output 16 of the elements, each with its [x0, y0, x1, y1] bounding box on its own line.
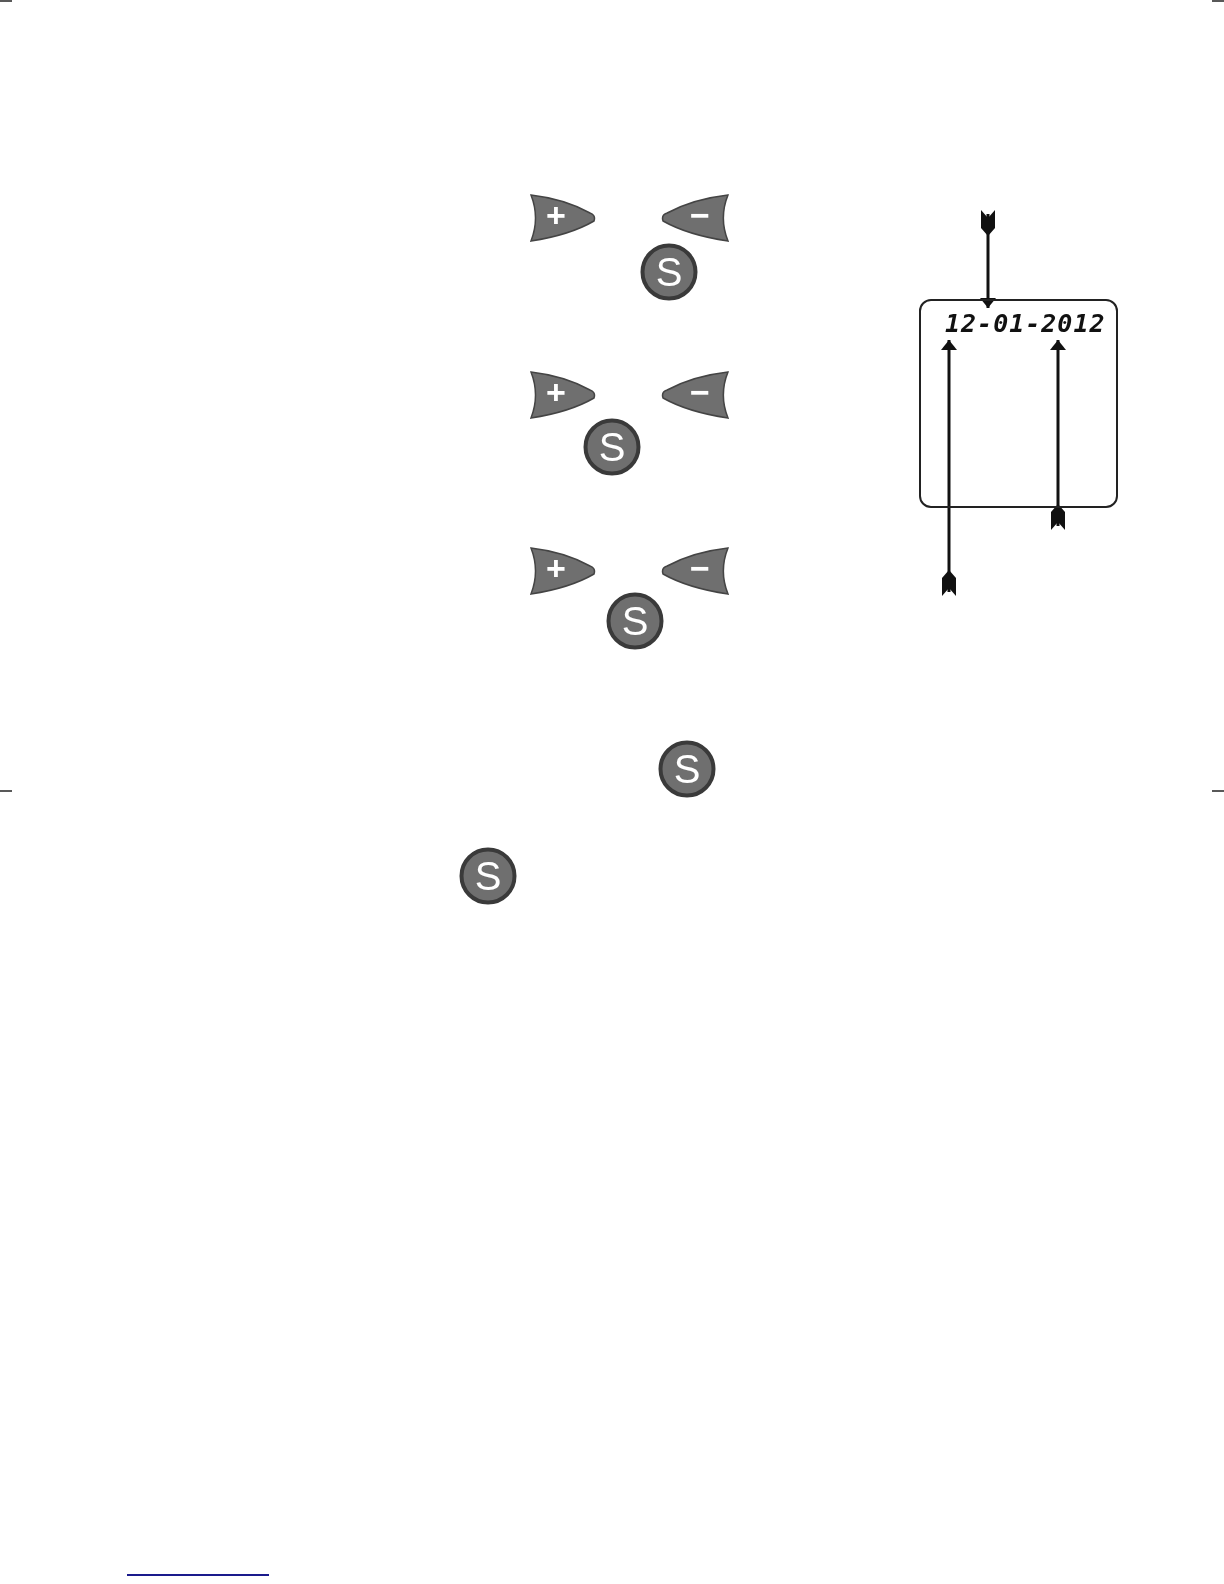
set-button: S — [459, 847, 517, 905]
set-button: S — [658, 740, 716, 798]
plus-button: + — [530, 370, 596, 420]
plus-button: + — [530, 546, 596, 596]
minus-button: − — [661, 546, 729, 596]
arrow — [941, 340, 957, 596]
set-button: S — [606, 592, 664, 650]
minus-button: − — [661, 193, 729, 243]
set-button: S — [640, 243, 698, 301]
set-button: S — [583, 418, 641, 476]
minus-button: − — [661, 370, 729, 420]
plus-button: + — [530, 193, 596, 243]
arrow — [1050, 340, 1066, 530]
date-readout: 12-01-2012 — [945, 309, 1106, 338]
lcd-display — [919, 299, 1118, 508]
arrow — [980, 210, 996, 308]
